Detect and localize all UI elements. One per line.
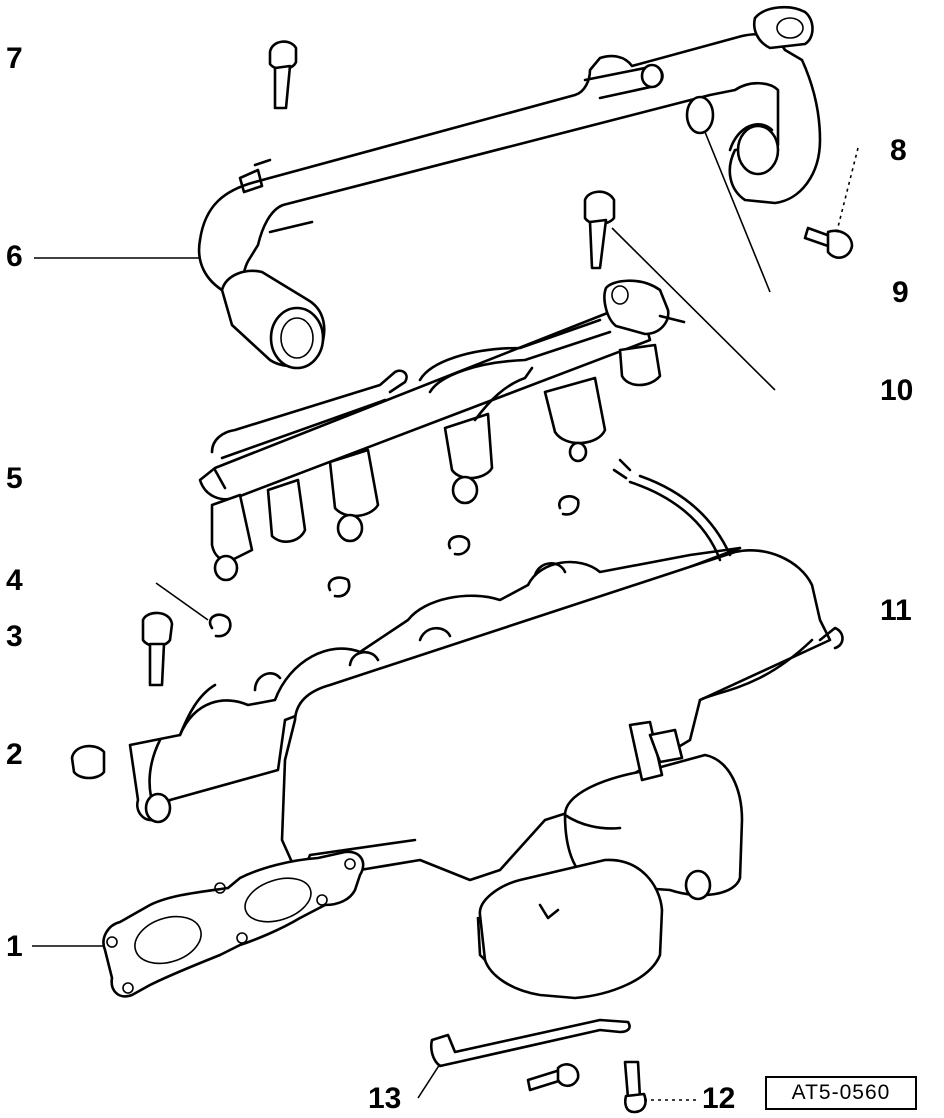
- part-3-bolt: [141, 611, 174, 687]
- o-rings: [208, 458, 632, 638]
- callout-2: 2: [6, 738, 23, 771]
- callout-11: 11: [880, 594, 912, 627]
- part-2-nut: [70, 744, 106, 780]
- callout-10: 10: [880, 374, 914, 407]
- injector-4: [443, 412, 494, 505]
- injector-2: [266, 478, 307, 543]
- callout-13: 13: [368, 1082, 402, 1115]
- leader-4: [155, 582, 209, 621]
- reference-code: AT5-0560: [765, 1076, 917, 1110]
- leader-9: [704, 131, 771, 293]
- callout-4: 4: [6, 564, 23, 597]
- injector-3: [328, 448, 380, 543]
- callout-6: 6: [6, 240, 23, 273]
- leader-8: [835, 147, 859, 236]
- part-5-fuel-rail: [198, 279, 686, 582]
- leader-13: [417, 1063, 441, 1099]
- callout-1: 1: [6, 930, 23, 963]
- part-1-gasket: [102, 850, 365, 998]
- callout-5: 5: [6, 462, 23, 495]
- callout-12: 12: [702, 1082, 736, 1115]
- injector-6: [618, 343, 662, 387]
- part-8-bolt: [803, 226, 854, 259]
- part-6-water-pipe: [197, 5, 822, 370]
- part-13-bolt: [526, 1063, 580, 1092]
- part-7-bolt: [268, 40, 298, 110]
- part-10-bolt: [583, 190, 616, 270]
- callout-7: 7: [6, 42, 23, 75]
- leader-10: [611, 227, 776, 391]
- callout-3: 3: [6, 620, 23, 653]
- leader-lines: [32, 131, 859, 1101]
- callout-9: 9: [892, 276, 909, 309]
- part-13-bracket: [429, 1018, 631, 1068]
- part-12-bolt: [623, 1060, 647, 1114]
- injector-5: [543, 376, 607, 463]
- injector-1: [210, 493, 254, 582]
- part-11-intake-manifold: [128, 474, 844, 1000]
- callout-8: 8: [890, 134, 907, 167]
